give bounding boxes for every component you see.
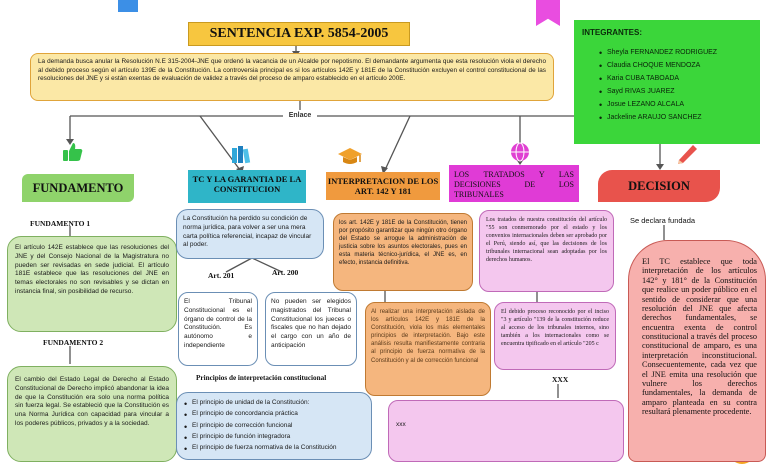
globe-icon [511,142,529,162]
decision-box: El TC establece que toda interpretación … [628,240,766,462]
page-title: SENTENCIA EXP. 5854-2005 [188,22,410,46]
decision-header: DECISION [598,170,720,202]
intro-text: La demanda busca anular la Resolución N.… [38,58,546,83]
integrantes-title: INTEGRANTES: [582,28,642,37]
decision-text: El TC establece que toda interpretación … [642,257,757,416]
interpretacion-header: INTERPRETACION DE LOS ART. 142 Y 181 [326,172,440,200]
integrante-item: Jackeline ARAUJO SANCHEZ [598,113,752,123]
thumbs-up-icon [63,143,83,161]
tc-header: TC Y LA GARANTIA DE LA CONSTITUCION [188,170,306,203]
art-200-label: Art. 200 [272,268,299,277]
tratados-header: LOS TRATADOS Y LAS DECISIONES DE LOS TRI… [449,165,579,202]
fundamento-header: FUNDAMENTO [22,174,134,202]
decor-blue-banner [118,0,138,12]
principio-item: El principio de función integradora [183,432,365,444]
art-200-text: No pueden ser elegidos magistrados del T… [271,298,351,349]
art-200-box: No pueden ser elegidos magistrados del T… [265,292,357,366]
integrantes-panel: INTEGRANTES: Sheyla FERNANDEZ RODRIGUEZ C… [574,20,760,144]
pencil-icon [678,145,697,164]
integrante-item: Sayd RIVAS JUAREZ [598,87,752,97]
principios-title: Principios de interpretación constitucio… [196,374,327,382]
interpretacion-box-2: Al realizar una interpretación aislada d… [365,302,491,396]
art-201-box: El Tribunal Constitucional es el órgano … [178,292,258,366]
integrante-item: Sheyla FERNANDEZ RODRIGUEZ [598,48,752,58]
principios-box: El principio de unidad de la Constitució… [176,392,372,460]
principio-item: El principio de fuerza normativa de la C… [183,443,365,455]
tratados-bottom-text: xxx [396,421,406,428]
integrante-item: Karia CUBA TABOADA [598,74,752,84]
enlace-label: Enlace [283,110,317,122]
interpretacion-text-1: los art. 142E y 181E de la Constitución,… [339,220,467,267]
fundamento-1-box: El artículo 142E establece que las resol… [7,236,177,332]
tratados-bottom-box: xxx [388,400,624,462]
interpretacion-box-1: los art. 142E y 181E de la Constitución,… [333,213,473,291]
intro-box: La demanda busca anular la Resolución N.… [30,53,554,101]
books-icon [232,146,251,164]
tratados-box-1: Los tratados de nuestra constitución del… [479,210,614,292]
decision-label: Se declara fundada [630,216,696,225]
art-201-label: Art. 201 [208,271,235,280]
fundamento-2-label: FUNDAMENTO 2 [43,338,104,347]
fundamento-1-text: El artículo 142E establece que las resol… [15,244,169,295]
integrante-item: Claudia CHOQUE MENDOZA [598,61,752,71]
principio-item: El principio de unidad de la Constitució… [183,398,365,410]
tratados-box-2: El debido proceso reconocido por el inci… [494,302,616,370]
graduation-cap-icon [338,148,362,164]
tratados-text-1: Los tratados de nuestra constitución del… [486,217,607,264]
tc-box: La Constitución ha perdido su condición … [176,209,324,259]
principio-item: El principio de concordancia práctica [183,409,365,421]
fundamento-2-text: El cambio del Estado Legal de Derecho al… [15,376,169,427]
tratados-text-2: El debido proceso reconocido por el inci… [501,309,609,348]
tratados-xxx-label: XXX [552,375,569,384]
fundamento-1-label: FUNDAMENTO 1 [30,219,91,228]
principios-list: El principio de unidad de la Constitució… [183,398,365,455]
art-201-text: El Tribunal Constitucional es el órgano … [184,298,252,349]
principio-item: El principio de corrección funcional [183,421,365,433]
integrante-item: Josue LEZANO ALCALA [598,100,752,110]
fundamento-2-box: El cambio del Estado Legal de Derecho al… [7,366,177,462]
integrantes-list: Sheyla FERNANDEZ RODRIGUEZ Claudia CHOQUE… [582,48,752,123]
interpretacion-text-2: Al realizar una interpretación aislada d… [371,309,485,364]
tc-text: La Constitución ha perdido su condición … [183,215,312,249]
